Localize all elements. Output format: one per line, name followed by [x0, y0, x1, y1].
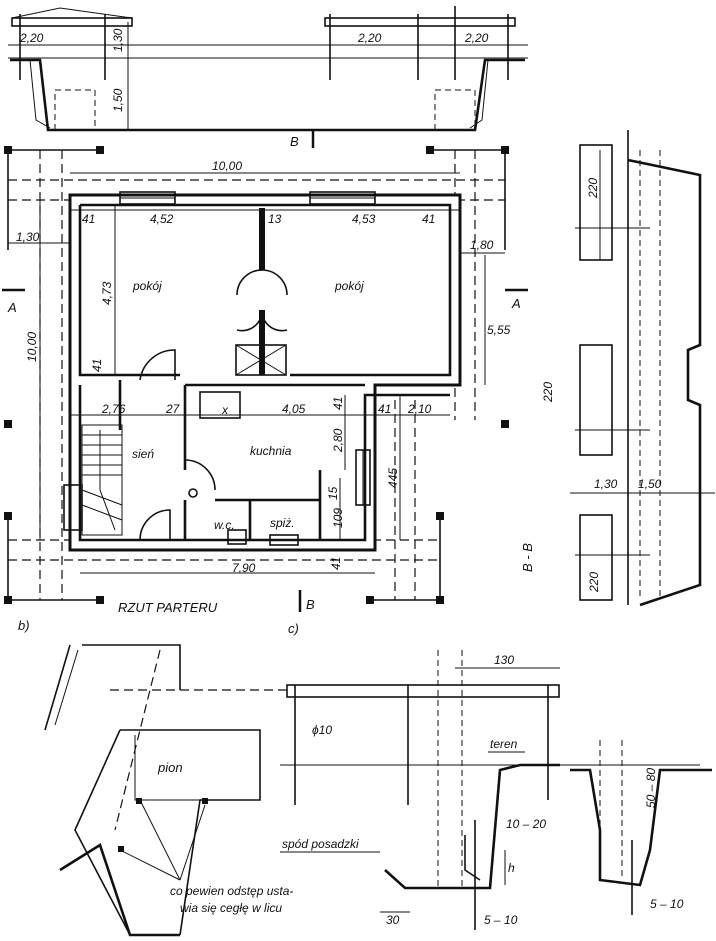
detail-b: pion co pewien odstęp usta- wia się cegł… — [44, 644, 293, 937]
room-label-left: pokój — [132, 279, 162, 293]
bb-dim-2: 220 — [541, 382, 555, 403]
dim-pantry-depth: 109 — [331, 508, 345, 528]
section-bb: 220 220 1,30 1,50 220 B - B — [520, 130, 715, 607]
plan-title: RZUT PARTERU — [118, 600, 218, 615]
room-label-hall: sień — [132, 447, 154, 461]
dim-offset-right: 1,80 — [470, 238, 494, 252]
section-mark-a-right: A — [511, 296, 521, 311]
section-mark-a-left: A — [7, 300, 17, 315]
section-mark-b-bottom: B — [306, 597, 315, 612]
dim-pantry-door: 15 — [326, 486, 340, 500]
dim-overall-width: 10,00 — [212, 159, 242, 173]
dim-wall-k: 41 — [331, 397, 345, 410]
pion-label: pion — [157, 760, 183, 775]
bb-dim-1: 220 — [586, 178, 600, 199]
dim-wall-left: 41 — [82, 212, 95, 226]
c-dim-5-10: 5 – 10 — [484, 913, 518, 927]
dim-bottom-width: 7,90 — [232, 561, 256, 575]
c-dim-h: h — [508, 861, 515, 875]
dim-room-right-depth: 5,55 — [487, 323, 511, 337]
dim-hall-width: 2,76 — [101, 402, 126, 416]
dim-wall-bottom: 41 — [329, 557, 343, 570]
floor-plan: x B B A A — [2, 130, 528, 636]
c-dim-30: 30 — [386, 913, 400, 927]
dim-kitchen-depth: 2,80 — [331, 428, 345, 453]
dim-side-depth: 445 — [386, 468, 400, 488]
note-line-1: co pewien odstęp usta- — [170, 884, 293, 898]
dim-window-left: 4,52 — [150, 212, 174, 226]
top-dim-4: 2,20 — [357, 31, 382, 45]
dim-offset-left: 1,30 — [16, 230, 40, 244]
c-dim-130: 130 — [494, 653, 514, 667]
top-dim-5: 2,20 — [464, 31, 489, 45]
bb-dim-5: 220 — [587, 572, 601, 593]
detail-d: 50 – 80 5 – 10 — [570, 740, 712, 915]
dim-kitchen-width: 4,05 — [282, 402, 306, 416]
d-dim-50-80: 50 – 80 — [644, 768, 658, 808]
dim-window-right: 4,53 — [352, 212, 376, 226]
note-line-2: wia się cegłę w licu — [180, 901, 282, 915]
label-c: c) — [288, 621, 299, 636]
bb-dim-4: 1,50 — [638, 477, 662, 491]
section-mark-b-top: B — [290, 134, 299, 149]
dim-wall-mid: 13 — [268, 212, 282, 226]
top-dim-3: 1,50 — [111, 88, 125, 112]
top-dim-2: 1,30 — [111, 28, 125, 52]
staircase — [81, 424, 123, 536]
dim-wall-right: 41 — [422, 212, 435, 226]
room-label-right: pokój — [334, 279, 364, 293]
dim-annex: 2,10 — [407, 402, 432, 416]
top-dim-1: 2,20 — [19, 31, 44, 45]
c-dim-10-20: 10 – 20 — [506, 817, 546, 831]
svg-text:x: x — [221, 403, 229, 417]
dim-wall-k2: 41 — [378, 402, 391, 416]
room-label-pantry: spiż. — [270, 516, 295, 530]
spod-posadzki-label: spód posadzki — [282, 837, 359, 851]
teren-label: teren — [490, 737, 518, 751]
dim-partition: 27 — [165, 402, 181, 416]
section-bb-label: B - B — [520, 543, 535, 572]
c-dim-phi10: ϕ10 — [312, 723, 332, 737]
room-label-kitchen: kuchnia — [250, 444, 292, 458]
dim-room-depth: 4,73 — [100, 281, 114, 305]
room-label-wc: w.c. — [214, 518, 235, 532]
detail-c: 130 ϕ10 teren 10 – 20 spód posadzki h 30… — [280, 650, 700, 930]
bb-dim-3: 1,30 — [594, 477, 618, 491]
dim-overall-height: 10,00 — [25, 332, 39, 362]
d-dim-5-10: 5 – 10 — [650, 897, 684, 911]
dim-wall-low-left: 41 — [90, 359, 104, 372]
label-b: b) — [18, 618, 30, 633]
top-elevation: 2,20 1,30 1,50 2,20 2,20 — [8, 6, 528, 132]
